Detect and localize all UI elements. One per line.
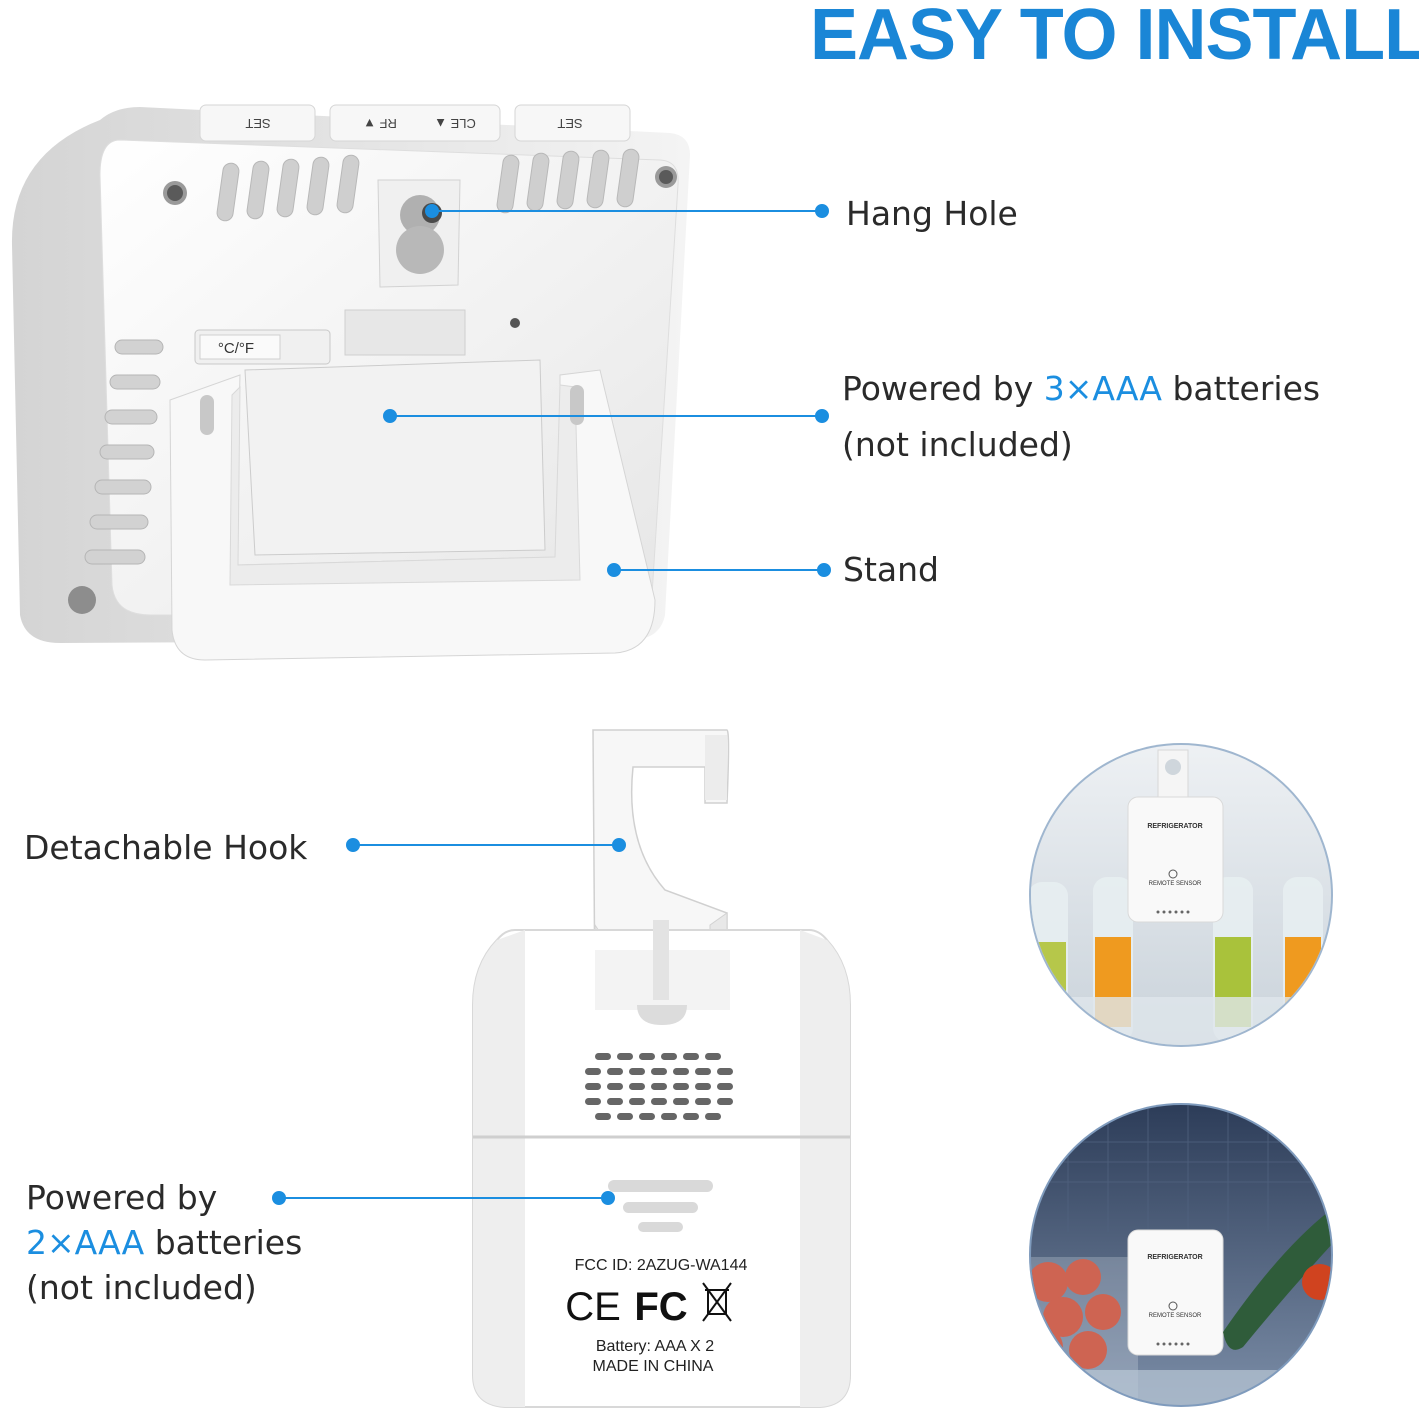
cle-button-label: CLE ▲ (434, 116, 476, 131)
shelf-sensor-line1: REFRIGERATOR (1147, 1254, 1202, 1261)
display-battery-note: (not included) (842, 425, 1073, 464)
fcc-id: FCC ID: 2AZUG-WA144 (575, 1257, 748, 1274)
fridge-shelf-photo: REFRIGERATOR REMOTE SENSOR (1029, 1103, 1333, 1407)
door-sensor-line1: REFRIGERATOR (1147, 823, 1202, 830)
battery-prefix: Powered by (842, 369, 1034, 408)
sensor-battery-qty: 2×AAA (26, 1223, 145, 1262)
page-title: EASY TO INSTALL (810, 0, 1419, 75)
display-unit-illustration: SET RF ▼ CLE ▲ SET °C/°F (11, 104, 690, 661)
stand-callout: Stand (843, 550, 939, 589)
battery-suffix: batteries (1172, 369, 1321, 408)
sensor-battery-prefix: Powered by (26, 1178, 218, 1217)
sensor-battery-suffix: batteries (154, 1223, 303, 1262)
set-button-label-2: SET (557, 116, 582, 131)
rf-button-label: RF ▼ (363, 116, 397, 131)
made-in: MADE IN CHINA (593, 1358, 714, 1375)
leader-lines-bottom (272, 838, 626, 1205)
display-battery-callout: Powered by 3×AAA batteries (842, 361, 1320, 417)
shelf-sensor-line2: REMOTE SENSOR (1149, 1313, 1202, 1319)
sensor-battery-qty-line: 2×AAA batteries (26, 1215, 302, 1271)
sensor-battery-note: (not included) (26, 1268, 257, 1307)
fc-mark: FC (634, 1285, 687, 1329)
ce-mark: CE (565, 1285, 621, 1329)
set-button-label: SET (245, 116, 270, 131)
door-sensor-line2: REMOTE SENSOR (1149, 881, 1202, 887)
fridge-door-photo: REFRIGERATOR REMOTE SENSOR (1029, 743, 1333, 1047)
weee-bin-icon (702, 1282, 732, 1322)
hook-callout: Detachable Hook (24, 828, 308, 867)
battery-spec: Battery: AAA X 2 (596, 1338, 714, 1355)
hang-hole-callout: Hang Hole (846, 194, 1018, 233)
unit-switch-label: °C/°F (218, 340, 254, 357)
leader-lines-top (383, 204, 831, 577)
sensor-illustration: FCC ID: 2AZUG-WA144 CE FC Battery: AAA X… (472, 729, 851, 1408)
top-buttons: SET RF ▼ CLE ▲ SET (199, 104, 631, 142)
battery-qty: 3×AAA (1043, 369, 1162, 408)
